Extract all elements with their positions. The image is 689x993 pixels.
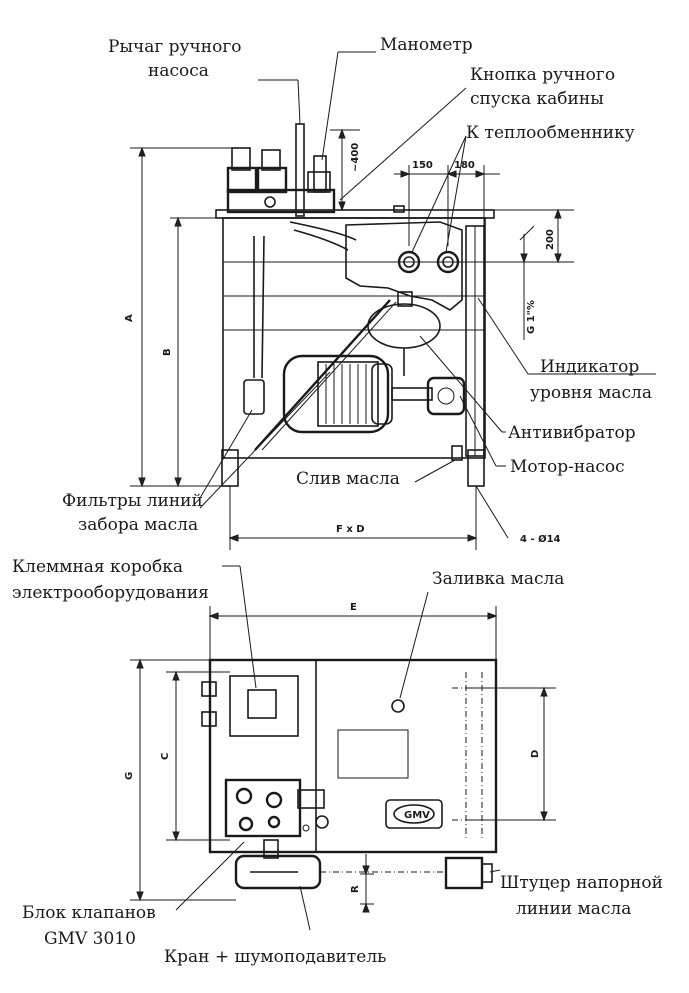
label-hand-pump-lever-1: Рычаг ручного: [108, 37, 242, 57]
label-manual-descent-2: спуска кабины: [470, 89, 604, 109]
pressure-fitting: [444, 856, 484, 890]
dim-holes: 4 - Ø14: [520, 533, 561, 545]
labels: Рычаг ручного насоса Манометр Кнопка руч…: [12, 35, 663, 967]
cutaway-section: [345, 221, 463, 311]
label-antivibrator: Антивибратор: [508, 423, 636, 443]
manometer: [313, 155, 327, 193]
dim-200: 200: [545, 229, 556, 250]
pump-head: [426, 376, 466, 416]
dim-C: C: [160, 753, 171, 760]
label-oil-level-1: Индикатор: [540, 357, 639, 377]
dim-B: B: [162, 348, 173, 356]
port-right: [436, 250, 460, 274]
oil-fill-cap: [391, 699, 405, 713]
dim-150: 150: [412, 160, 433, 171]
dim-FxD: F x D: [336, 524, 365, 535]
logo-plate: [385, 799, 443, 829]
centerlines: [452, 672, 494, 840]
dim-E: E: [350, 602, 357, 613]
suction-filter: [243, 379, 265, 415]
antivibrator: [367, 303, 441, 349]
label-suction-filters-1: Фильтры линий: [62, 491, 203, 511]
label-oil-fill: Заливка масла: [432, 569, 564, 589]
label-pressure-fitting-1: Штуцер напорной: [500, 873, 663, 893]
terminal-box: [229, 675, 299, 737]
tank-body: [222, 217, 486, 459]
label-oil-level-2: уровня масла: [530, 383, 652, 403]
left-leg: [221, 449, 239, 487]
dim-top-400: ~400: [350, 143, 361, 172]
dim-180: 180: [454, 160, 475, 171]
top-leaders: [175, 565, 501, 931]
valve-block-top: [226, 188, 336, 214]
dim-G: G: [124, 772, 135, 780]
hand-pump-lever: [295, 123, 305, 217]
valve-block-gmv: [224, 778, 302, 838]
label-valve-block-2: GMV 3010: [44, 929, 136, 949]
label-valve-silencer: Кран + шумоподавитель: [164, 947, 386, 967]
dim-D: D: [530, 750, 541, 758]
label-oil-drain: Слив масла: [296, 469, 400, 489]
motor-body: [282, 354, 390, 434]
label-manometer: Манометр: [380, 35, 473, 55]
top-view: GMV: [124, 565, 556, 931]
front-dimensions: [130, 128, 574, 550]
label-motor-pump: Мотор-насос: [510, 457, 625, 477]
oil-drain-plug: [451, 445, 463, 461]
port-left: [397, 250, 421, 274]
label-terminal-box-2: электрооборудования: [12, 583, 209, 603]
front-view: ~400 150 180 200 G 1"% A B F x D 4 - Ø14: [124, 51, 656, 550]
label-suction-filters-2: забора масла: [78, 515, 198, 535]
data-plate: [337, 729, 409, 779]
dim-A: A: [124, 314, 135, 322]
front-leaders: [199, 51, 656, 509]
top-plate: [208, 658, 498, 854]
top-dimensions: [130, 606, 556, 913]
label-valve-block-1: Блок клапанов: [22, 903, 156, 923]
dim-thread: G 1"%: [526, 300, 537, 334]
label-manual-descent-1: Кнопка ручного: [470, 65, 615, 85]
label-terminal-box-1: Клеммная коробка: [12, 557, 183, 577]
logo-text: GMV: [404, 810, 430, 821]
label-to-heat-exchanger: К теплообменнику: [466, 123, 635, 143]
label-hand-pump-lever-2: насоса: [148, 61, 209, 81]
dim-R: R: [350, 885, 361, 893]
label-pressure-fitting-2: линии масла: [516, 899, 631, 919]
